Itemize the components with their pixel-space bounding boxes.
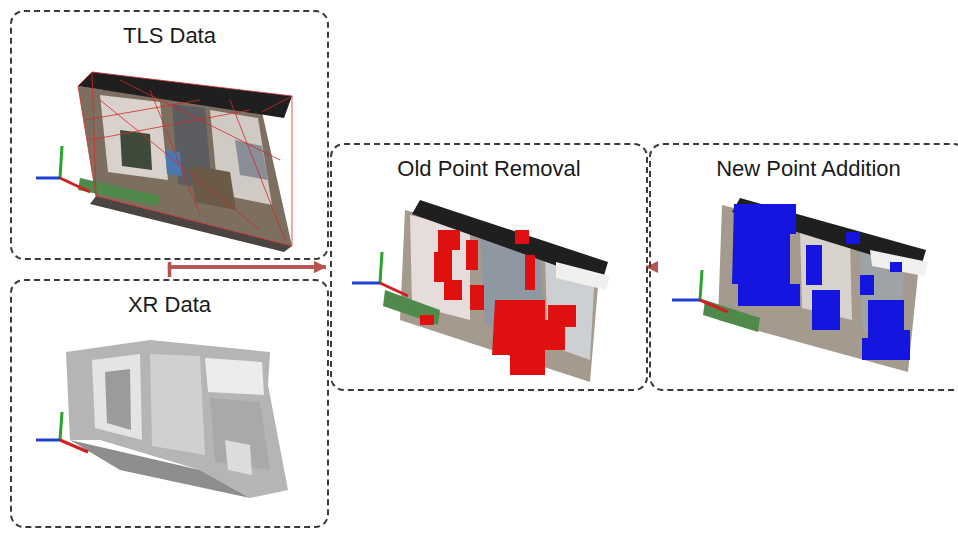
dashed-panel: TLS Data [10, 10, 329, 260]
tls-scan [36, 72, 292, 252]
removal-cloud [352, 200, 610, 382]
panel-title: XR Data [12, 292, 327, 318]
panel-title: TLS Data [12, 23, 327, 49]
addition-cloud [672, 198, 928, 372]
dashed-panel: XR Data [10, 279, 329, 528]
dashed-panel: Old Point Removal [330, 143, 648, 391]
panel-title: Old Point Removal [332, 156, 646, 182]
panel-title: New Point Addition [651, 156, 958, 182]
flow-arrow [170, 267, 327, 277]
dashed-panel: New Point Addition [649, 143, 958, 391]
xr-mesh [36, 340, 288, 498]
